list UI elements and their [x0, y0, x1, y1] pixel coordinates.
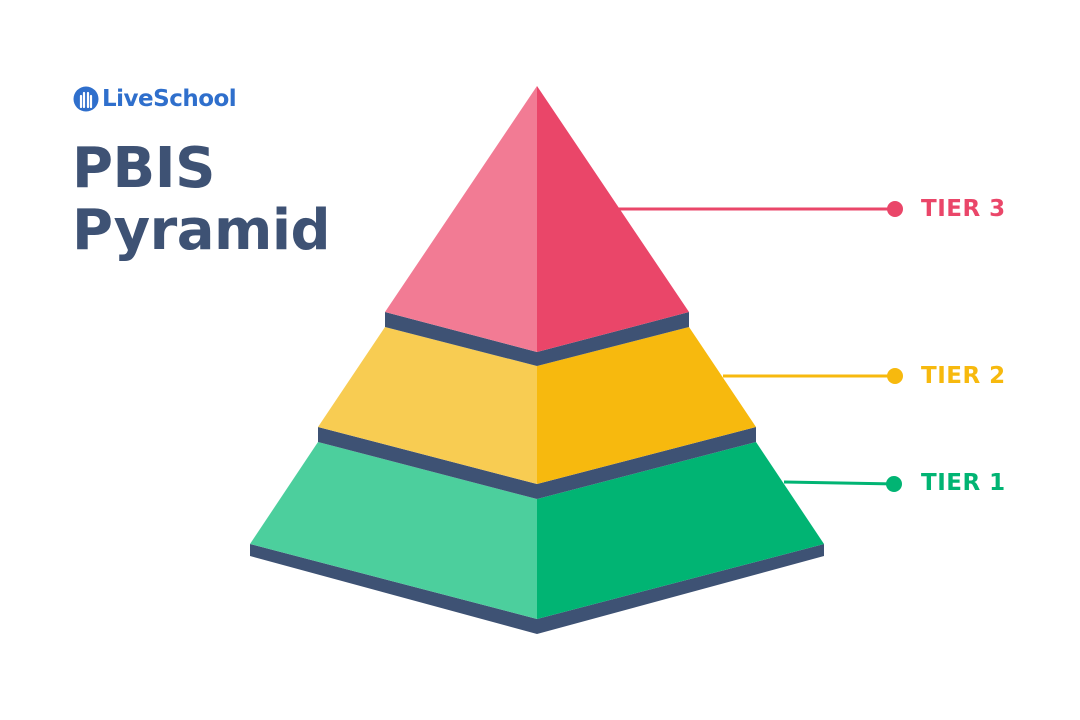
- logo: LiveSchool: [73, 86, 237, 112]
- liveschool-hands-icon: [73, 86, 99, 112]
- tier-3-label: TIER 3: [921, 196, 1006, 222]
- tier-1-left-face: [250, 442, 537, 619]
- tier-1-callout: [783, 476, 902, 492]
- tier-3-callout: [617, 201, 903, 217]
- tier-1-label: TIER 1: [921, 470, 1006, 496]
- page-title: PBIS Pyramid: [72, 136, 331, 263]
- tier-2-callout: [723, 368, 903, 384]
- title-line-2: Pyramid: [72, 198, 331, 263]
- tier-1-callout-dot: [886, 476, 902, 492]
- tier-1-right-face: [537, 442, 824, 619]
- tier-2-right-face: [537, 327, 756, 484]
- tier-3-left-face: [385, 86, 537, 352]
- tier-3-right-face: [537, 86, 689, 352]
- logo-text: LiveSchool: [102, 86, 237, 112]
- tier-3-callout-dot: [887, 201, 903, 217]
- tier-2-label: TIER 2: [921, 363, 1006, 389]
- tier-3-base-edge: [385, 312, 689, 366]
- tier-1-callout-line: [783, 480, 895, 486]
- tier-1-segment: [250, 442, 824, 634]
- tier-2-left-face: [318, 327, 537, 484]
- tier-2-segment: [318, 327, 756, 499]
- tier-2-callout-dot: [887, 368, 903, 384]
- tier-2-base-edge: [318, 427, 756, 499]
- tier-3-segment: [385, 86, 689, 366]
- title-line-1: PBIS: [72, 136, 215, 201]
